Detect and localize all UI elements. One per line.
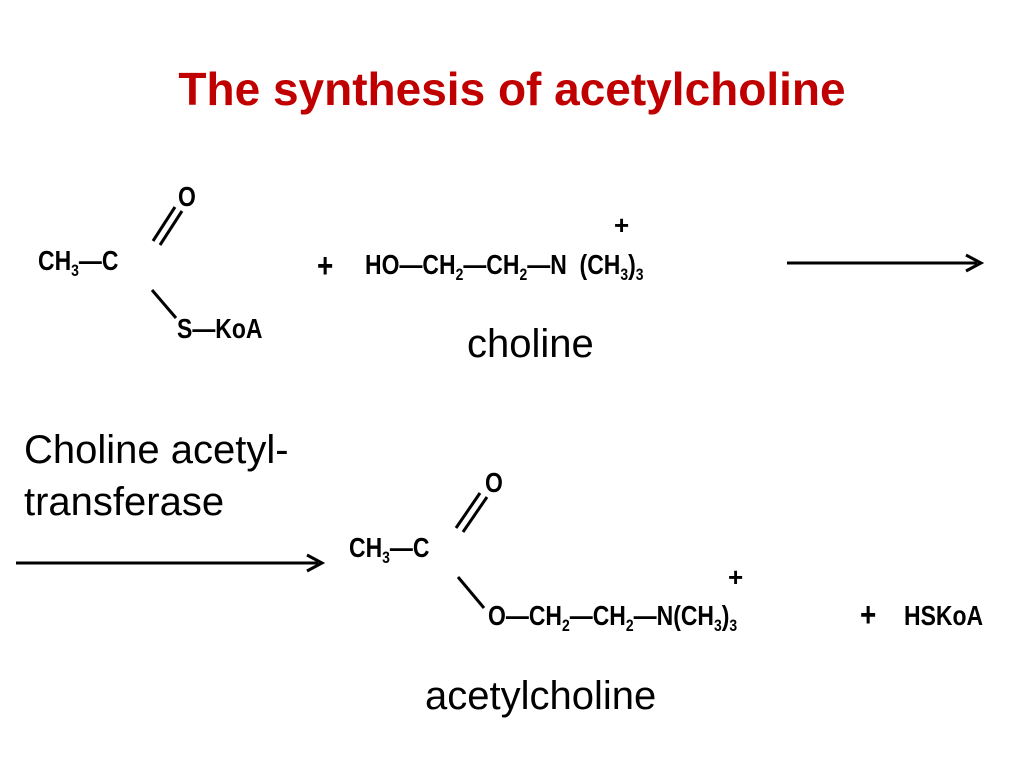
enzyme-arrow-head (306, 553, 326, 573)
plus-sign-1: + (317, 247, 334, 285)
acetylcholine-positive-charge: + (728, 562, 744, 592)
acetylcholine-label: acetylcholine (425, 674, 657, 718)
page-title: The synthesis of acetylcholine (178, 63, 846, 115)
enzyme-label-line-1: Choline acetyl- (24, 428, 289, 472)
ac-single-bond-to-o (456, 576, 486, 609)
enzyme-label-line-2: transferase (24, 480, 225, 524)
acetylcholine-ester-chain: O—CH2—CH2—N(CH3)3 (488, 600, 738, 635)
choline-label: choline (467, 322, 594, 366)
choline-formula: HO—CH2—CH2—N (CH3)3 (365, 249, 644, 284)
acetylcholine-carbonyl-oxygen: O (485, 467, 503, 498)
single-bond-to-s (150, 289, 178, 319)
double-bond-line-1 (151, 206, 177, 242)
ac-double-bond-line-1 (454, 492, 482, 529)
acetyl-coa-methyl-group: CH3—C (38, 245, 119, 280)
acetyl-coa-thioester: S—KoA (177, 313, 263, 344)
plus-sign-2: + (860, 596, 877, 634)
ac-double-bond-line-2 (461, 496, 489, 533)
reaction-arrow-head (965, 253, 985, 273)
hskoa-byproduct: HSKoA (904, 600, 984, 631)
acetyl-coa-carbonyl-oxygen: O (178, 181, 196, 212)
acetylcholine-methyl-group: CH3—C (349, 532, 430, 567)
choline-positive-charge: + (614, 210, 630, 240)
double-bond-line-2 (158, 210, 184, 246)
